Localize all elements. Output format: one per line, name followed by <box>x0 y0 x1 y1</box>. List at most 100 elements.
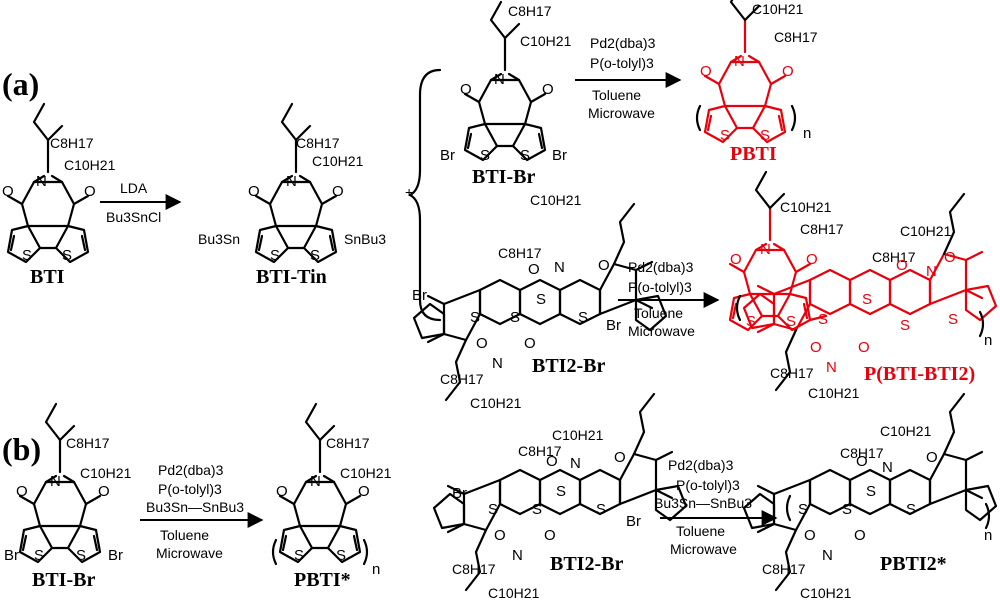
atom-s: S <box>22 247 32 264</box>
atom-n: N <box>822 547 833 564</box>
compound-label-bti2-br-b: BTI2-Br <box>550 553 623 575</box>
bti2-br-structure-b: N O O S S S S Br Br O O N C10H21 C8H17 C… <box>432 392 688 601</box>
repeat-n: n <box>984 332 992 349</box>
atom-s: S <box>34 547 44 564</box>
p-bti-bti2-structure: N O O S S C10H21 C8H17 C10H21 C8H17 N O … <box>728 170 998 401</box>
c10h21-label: C10H21 <box>530 192 582 208</box>
bti2-br-structure: N O O S S S S Br Br O O N C10H21 C8H17 C… <box>412 192 668 411</box>
atom-o: O <box>856 453 868 470</box>
c10h21-label: C10H21 <box>312 153 364 169</box>
panel-label-a: (a) <box>2 66 39 102</box>
repeat-n: n <box>372 561 380 578</box>
atom-n: N <box>554 259 565 276</box>
atom-o: O <box>806 251 818 268</box>
atom-s: S <box>866 483 876 500</box>
atom-n: N <box>570 455 581 472</box>
c8h17-label: C8H17 <box>498 245 542 261</box>
atom-o: O <box>2 183 14 200</box>
atom-s: S <box>948 311 958 328</box>
atom-o: O <box>542 81 554 98</box>
atom-s: S <box>906 501 916 518</box>
atom-s: S <box>536 291 546 308</box>
c10h21-label: C10H21 <box>880 423 932 439</box>
atom-s: S <box>520 147 530 164</box>
br-label: Br <box>626 513 641 530</box>
atom-s: S <box>556 483 566 500</box>
atom-o: O <box>614 449 626 466</box>
compound-label-bti2-br: BTI2-Br <box>532 355 605 377</box>
c8h17-label: C8H17 <box>774 29 818 45</box>
reagent-potolyl3: P(o-tolyl)3 <box>158 481 222 497</box>
bu3sn-label: Bu3Sn <box>198 231 240 247</box>
reagent-pd2dba3: Pd2(dba)3 <box>590 35 656 51</box>
atom-n: N <box>882 459 893 476</box>
atom-o: O <box>810 339 822 356</box>
atom-o: O <box>460 81 472 98</box>
reagent-potolyl3: P(o-tolyl)3 <box>590 55 654 71</box>
atom-o: O <box>358 483 370 500</box>
c8h17-label: C8H17 <box>762 561 806 577</box>
reagent-toluene: Toluene <box>592 87 641 103</box>
c8h17-label: C8H17 <box>50 135 94 151</box>
c8h17-label: C8H17 <box>296 135 340 151</box>
atom-s: S <box>596 501 606 518</box>
compound-label-pbti-star: PBTI* <box>294 569 351 591</box>
c10h21-label: C10H21 <box>64 157 116 173</box>
reagent-toluene: Toluene <box>676 523 725 539</box>
atom-s: S <box>76 547 86 564</box>
reagent-microwave: Microwave <box>670 541 737 557</box>
reagent-microwave: Microwave <box>628 323 695 339</box>
c8h17-label: C8H17 <box>66 435 110 451</box>
atom-n: N <box>36 173 47 190</box>
reagent-lda: LDA <box>120 180 148 196</box>
atom-o: O <box>858 339 870 356</box>
c10h21-label: C10H21 <box>808 385 860 401</box>
reagent-pd2dba3: Pd2(dba)3 <box>668 457 734 473</box>
atom-n: N <box>286 173 297 190</box>
reagent-distannane: Bu3Sn—SnBu3 <box>146 499 244 515</box>
c10h21-label: C10H21 <box>488 585 540 601</box>
atom-o: O <box>782 63 794 80</box>
atom-o: O <box>528 261 540 278</box>
repeat-n: n <box>984 527 992 544</box>
atom-s: S <box>578 309 588 326</box>
atom-s: S <box>470 309 480 326</box>
atom-s: S <box>480 147 490 164</box>
atom-o: O <box>700 63 712 80</box>
bti-br-structure: N O O S S C8H17 C10H21 Br Br <box>440 0 572 164</box>
atom-s: S <box>798 501 808 518</box>
compound-label-bti-tin: BTI-Tin <box>256 266 327 288</box>
atom-o: O <box>926 449 938 466</box>
reagent-pd2dba3: Pd2(dba)3 <box>158 462 224 478</box>
atom-o: O <box>804 527 816 544</box>
atom-o: O <box>16 483 28 500</box>
atom-s: S <box>786 313 796 330</box>
atom-s: S <box>510 309 520 326</box>
c10h21-label: C10H21 <box>552 427 604 443</box>
atom-n: N <box>310 473 321 490</box>
atom-s: S <box>270 247 280 264</box>
bti-tin-structure: N O O S S C8H17 C10H21 Bu3Sn SnBu3 <box>198 102 386 264</box>
repeat-n: n <box>803 125 811 142</box>
atom-o: O <box>524 335 536 352</box>
c10h21-label: C10H21 <box>752 1 804 17</box>
atom-n: N <box>926 263 937 280</box>
pbti2-star-structure: N O O S S S S O O N C10H21 C8H17 C8H17 C… <box>742 392 998 601</box>
atom-o: O <box>476 335 488 352</box>
compound-label-bti-br-b: BTI-Br <box>32 569 95 591</box>
c8h17-label: C8H17 <box>800 221 844 237</box>
atom-s: S <box>62 247 72 264</box>
atom-s: S <box>746 313 756 330</box>
reagent-toluene: Toluene <box>634 305 683 321</box>
compound-label-bti-br: BTI-Br <box>472 166 535 188</box>
atom-o: O <box>84 183 96 200</box>
reagent-toluene: Toluene <box>160 527 209 543</box>
c10h21-label: C10H21 <box>520 33 572 49</box>
atom-o: O <box>896 257 908 274</box>
atom-o: O <box>730 251 742 268</box>
atom-s: S <box>900 317 910 334</box>
atom-o: O <box>854 527 866 544</box>
reagent-potolyl3: P(o-tolyl)3 <box>628 279 692 295</box>
reagent-microwave: Microwave <box>588 105 655 121</box>
